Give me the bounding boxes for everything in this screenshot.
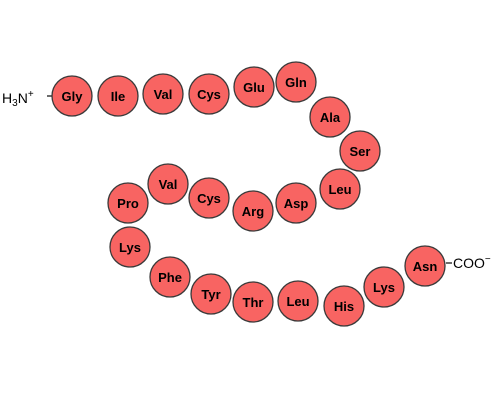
residue-circle	[275, 182, 317, 224]
residue-10: Asp	[275, 182, 317, 224]
residue-7: Ala	[309, 96, 351, 138]
residue-circle	[107, 182, 149, 224]
residue-circle	[190, 273, 232, 315]
residue-circle	[363, 266, 405, 308]
residue-label: Gly	[62, 89, 84, 104]
residue-19: Leu	[277, 280, 319, 322]
residue-label: Cys	[197, 87, 221, 102]
residue-label: Tyr	[201, 287, 220, 302]
c-terminus-label: COO−	[453, 254, 491, 271]
n-terminus-label: H3N+	[2, 89, 34, 109]
residue-17: Tyr	[190, 273, 232, 315]
residue-18: Thr	[232, 281, 274, 323]
residue-16: Phe	[149, 256, 191, 298]
residue-circle	[232, 281, 274, 323]
residue-circle	[232, 190, 274, 232]
residue-11: Arg	[232, 190, 274, 232]
residue-label: His	[334, 299, 354, 314]
residue-label: Ile	[111, 89, 125, 104]
residue-label: Lys	[119, 240, 141, 255]
residue-label: Glu	[243, 80, 265, 95]
residue-circle	[275, 61, 317, 103]
residue-3: Val	[142, 73, 184, 115]
residue-9: Leu	[319, 168, 361, 210]
residue-circle	[309, 96, 351, 138]
residue-20: His	[323, 285, 365, 327]
residue-circle	[277, 280, 319, 322]
residue-label: Val	[154, 87, 173, 102]
residue-label: Phe	[158, 270, 182, 285]
residue-label: Thr	[243, 295, 264, 310]
residue-circle	[339, 130, 381, 172]
residue-circle	[147, 163, 189, 205]
residue-label: Val	[159, 177, 178, 192]
residue-8: Ser	[339, 130, 381, 172]
residue-circle	[109, 226, 151, 268]
residue-22: Asn	[404, 245, 446, 287]
residue-label: Asn	[413, 259, 438, 274]
residue-label: Cys	[197, 191, 221, 206]
residue-circle	[233, 66, 275, 108]
residue-13: Val	[147, 163, 189, 205]
residue-circle	[188, 73, 230, 115]
residue-5: Glu	[233, 66, 275, 108]
residue-label: Ala	[320, 110, 341, 125]
residue-circle	[323, 285, 365, 327]
residue-15: Lys	[109, 226, 151, 268]
residue-circle	[142, 73, 184, 115]
residue-circle	[149, 256, 191, 298]
residue-circle	[97, 75, 139, 117]
residue-21: Lys	[363, 266, 405, 308]
residue-label: Asp	[284, 196, 309, 211]
residue-12: Cys	[188, 177, 230, 219]
residue-4: Cys	[188, 73, 230, 115]
residue-circle	[51, 75, 93, 117]
residue-14: Pro	[107, 182, 149, 224]
residue-2: Ile	[97, 75, 139, 117]
residue-label: Ser	[350, 144, 371, 159]
residue-circle	[188, 177, 230, 219]
residue-label: Pro	[117, 196, 139, 211]
residue-label: Leu	[328, 182, 351, 197]
residue-label: Leu	[286, 294, 309, 309]
residue-1: Gly	[51, 75, 93, 117]
residue-label: Lys	[373, 280, 395, 295]
residue-6: Gln	[275, 61, 317, 103]
residue-circle	[319, 168, 361, 210]
residue-label: Gln	[285, 75, 307, 90]
residue-label: Arg	[242, 204, 264, 219]
residue-circle	[404, 245, 446, 287]
